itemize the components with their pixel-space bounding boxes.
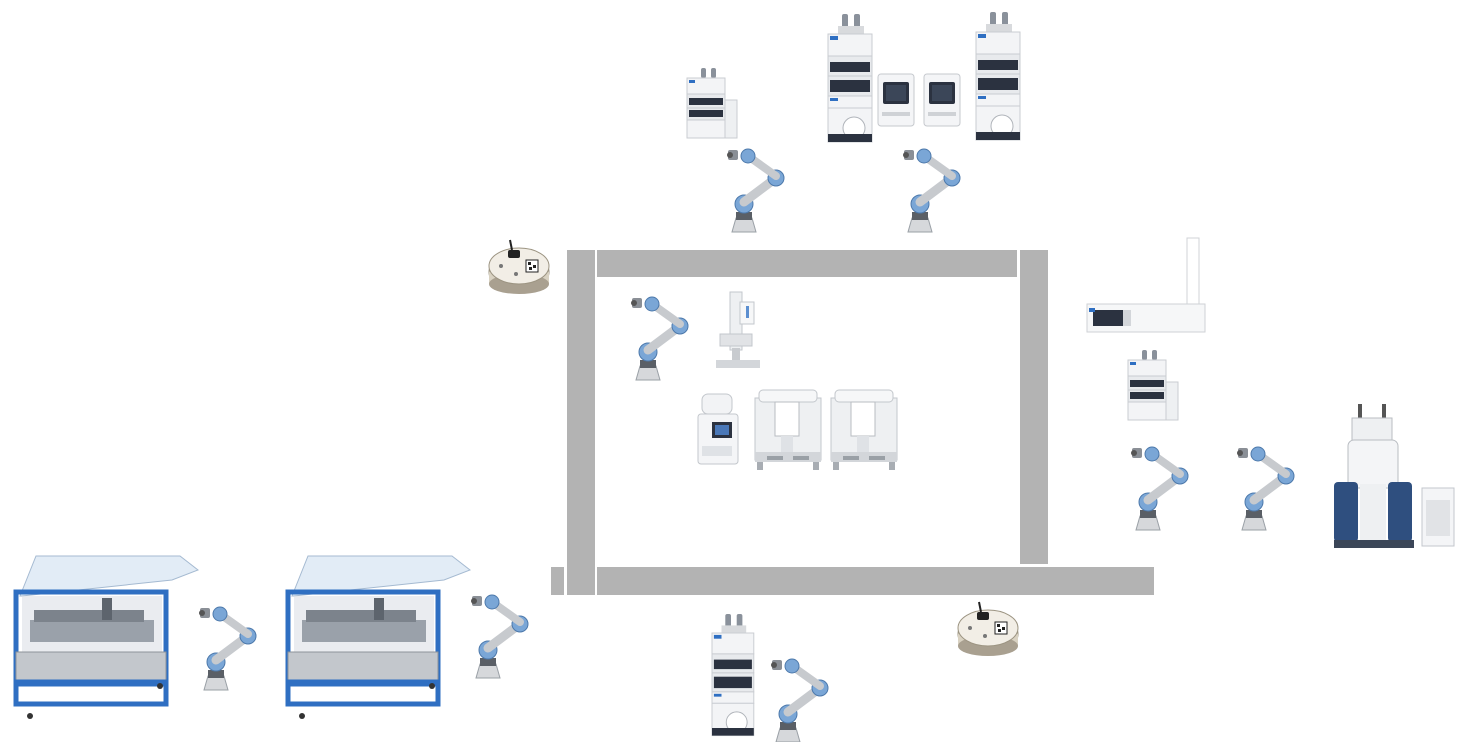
- hplc-system-bottom: [712, 614, 754, 736]
- sample-processor: [698, 394, 738, 464]
- robot-arm-right-1: [1131, 447, 1188, 530]
- wall-left: [567, 250, 595, 595]
- robot-arm-right-2: [1237, 447, 1294, 530]
- mobile-robot-upper-left: [489, 240, 549, 294]
- robot-arm-bottom-left-1: [199, 607, 256, 690]
- mass-spectrometer: [1087, 238, 1205, 332]
- hplc-system-top-left: [687, 68, 737, 138]
- liquid-handler-tower: [716, 292, 760, 368]
- robot-arm-top-left: [727, 149, 784, 232]
- wall-bottom-stub: [551, 567, 564, 595]
- robot-arm-inside: [631, 297, 688, 380]
- synthesis-platform-2: [288, 556, 470, 719]
- synthesis-platform-1: [16, 556, 198, 719]
- wall-right: [1020, 250, 1048, 564]
- hplc-system-right: [1128, 350, 1178, 420]
- mobile-robot-lower-right: [958, 602, 1018, 656]
- hplc-system-top-center: [828, 14, 872, 142]
- liquid-handler-2: [831, 390, 897, 470]
- benchtop-module-top-2: [924, 74, 960, 126]
- robot-arm-top-right: [903, 149, 960, 232]
- nmr-spectrometer: [1334, 404, 1454, 548]
- liquid-handler-1: [755, 390, 821, 470]
- benchtop-module-top-1: [878, 74, 914, 126]
- wall-top: [597, 250, 1017, 277]
- wall-bottom: [597, 567, 1154, 595]
- hplc-system-top-right: [976, 12, 1020, 140]
- robot-arm-bottom: [771, 659, 828, 742]
- robot-arm-bottom-left-2: [471, 595, 528, 678]
